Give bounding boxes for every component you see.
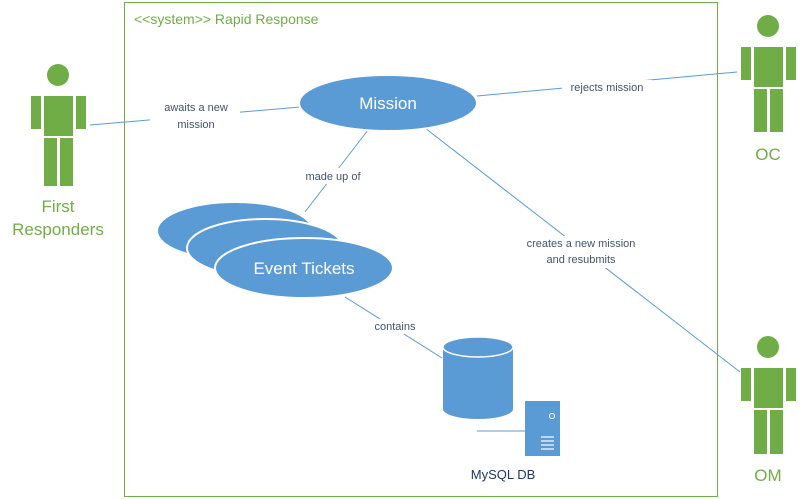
actor-om-label: OM xyxy=(754,466,781,485)
event-ticket-front-ellipse xyxy=(214,237,394,299)
system-title: <<system>> Rapid Response xyxy=(134,11,319,27)
label-creates-line2: and resubmits xyxy=(546,254,616,266)
label-rejects-mission: rejects mission xyxy=(571,82,644,94)
server-tower-icon xyxy=(525,401,560,456)
actor-first-responders-label-line2: Responders xyxy=(12,220,104,239)
label-creates-line1: creates a new mission xyxy=(527,238,636,250)
stick-figure-icon xyxy=(31,64,86,186)
actor-oc-label: OC xyxy=(755,145,781,164)
stick-figure-icon xyxy=(741,15,796,132)
actor-first-responders[interactable]: First Responders xyxy=(12,64,104,239)
use-case-event-tickets[interactable]: Event Tickets xyxy=(156,201,394,299)
label-made-up-of: made up of xyxy=(305,171,361,183)
actor-oc[interactable]: OC xyxy=(741,15,796,164)
use-case-mission-label: Mission xyxy=(359,94,417,113)
use-case-mission[interactable]: Mission xyxy=(298,74,478,132)
label-awaits-line1: awaits a new xyxy=(164,102,228,114)
actor-om[interactable]: OM xyxy=(741,336,796,485)
system-boundary xyxy=(124,2,718,497)
actor-first-responders-label-line1: First xyxy=(41,197,74,216)
label-contains: contains xyxy=(375,321,416,333)
database-label: MySQL DB xyxy=(471,467,536,482)
stick-figure-icon xyxy=(741,336,796,454)
cylinder-database-icon xyxy=(442,336,514,419)
use-case-event-tickets-label: Event Tickets xyxy=(253,259,354,278)
label-awaits-line2: mission xyxy=(177,119,214,131)
